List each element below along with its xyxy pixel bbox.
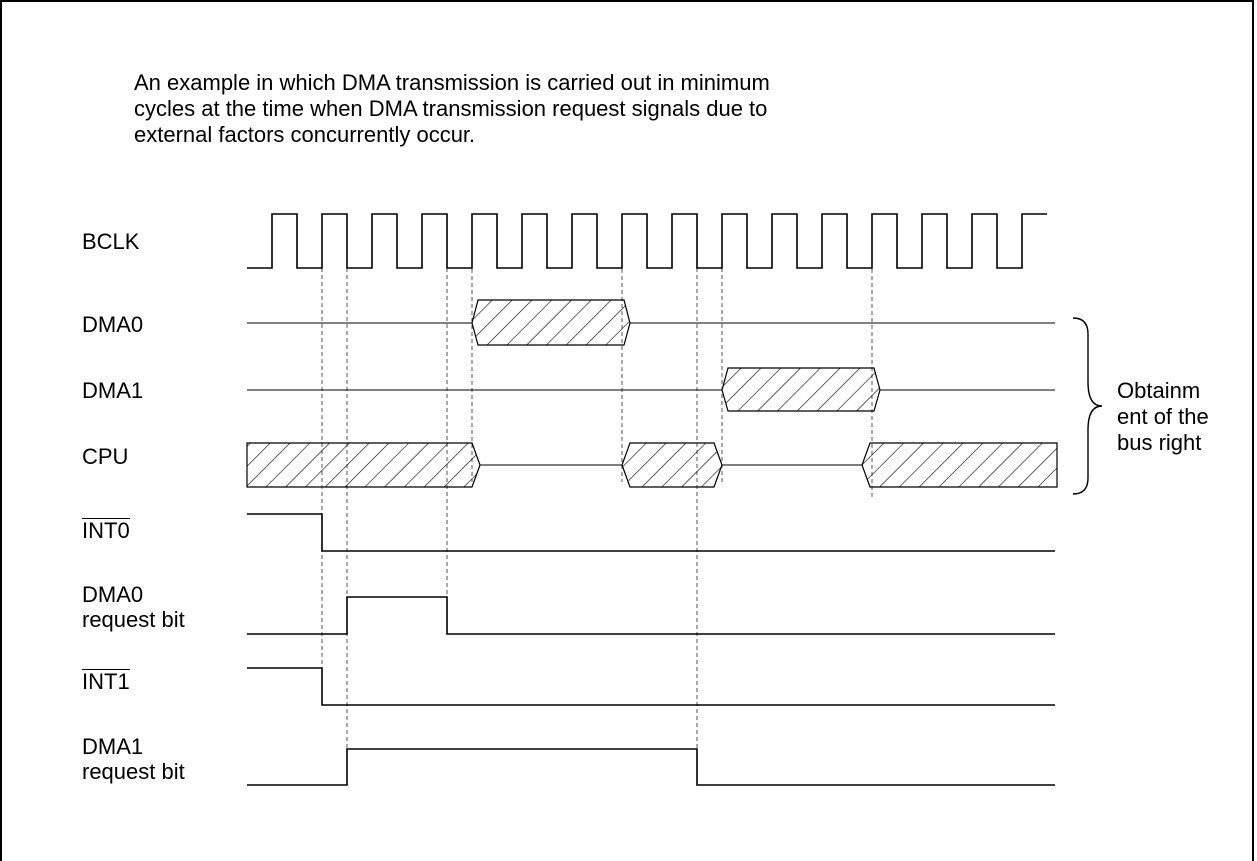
caption-line-1: An example in which DMA transmission is …	[134, 70, 770, 95]
label-dma1-request-line1: DMA1	[82, 734, 144, 759]
caption-line-2: cycles at the time when DMA transmission…	[134, 96, 768, 121]
cpu-active-segment-2	[621, 442, 723, 488]
brace-label-line2: ent of the	[1117, 404, 1209, 429]
dma0-bus-waveform	[247, 299, 1055, 346]
cpu-bus-waveform	[246, 442, 1058, 488]
label-cpu: CPU	[82, 444, 129, 469]
cpu-active-segment-1	[246, 442, 481, 488]
bus-right-brace	[1072, 317, 1103, 495]
label-dma1: DMA1	[82, 378, 144, 403]
brace-label-line1: Obtainm	[1117, 378, 1201, 403]
caption-line-3: external factors concurrently occur.	[134, 122, 476, 147]
dma1-bus-waveform	[247, 367, 1055, 412]
label-dma0-request-line1: DMA0	[82, 582, 144, 607]
int0-waveform	[247, 513, 1055, 552]
label-dma0-request-bit: DMA0 request bit	[82, 582, 185, 632]
label-int0-text: INT0	[82, 518, 130, 543]
label-int1: INT1	[82, 669, 130, 694]
brace-label-line3: bus right	[1117, 430, 1202, 455]
brace-label: Obtainm ent of the bus right	[1117, 378, 1209, 456]
int1-waveform	[247, 667, 1055, 706]
label-dma0: DMA0	[82, 312, 144, 337]
dma0-active-segment	[471, 299, 631, 346]
diagram-caption: An example in which DMA transmission is …	[134, 70, 974, 148]
cpu-active-segment-3	[861, 442, 1058, 488]
dma1-request-bit-waveform	[247, 748, 1055, 786]
bclk-waveform	[247, 213, 1047, 269]
label-bclk: BCLK	[82, 229, 140, 254]
label-dma1-request-bit: DMA1 request bit	[82, 734, 185, 784]
label-dma0-request-line2: request bit	[82, 607, 185, 632]
label-int0: INT0	[82, 518, 130, 543]
dma1-active-segment	[721, 367, 881, 412]
label-dma1-request-line2: request bit	[82, 759, 185, 784]
label-int1-text: INT1	[82, 669, 130, 694]
dma0-request-bit-waveform	[247, 596, 1055, 635]
